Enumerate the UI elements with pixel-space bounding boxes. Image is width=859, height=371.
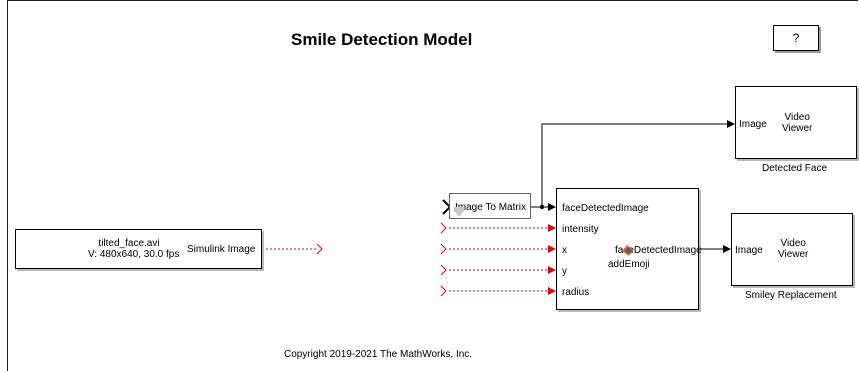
input-port-y: y (562, 266, 567, 277)
down-arrow-icon (454, 207, 464, 217)
viewer-input-port-label: Image (735, 245, 763, 256)
source-unconnected-line (262, 243, 323, 255)
input-port-x: x (562, 245, 567, 256)
model-title: Smile Detection Model (291, 30, 473, 49)
input-port-intensity: intensity (562, 224, 599, 235)
image-to-matrix-label: Image To Matrix (455, 202, 526, 213)
image-to-matrix-block[interactable]: Image To Matrix (449, 193, 531, 219)
caption-detected-face: Detected Face (762, 163, 828, 174)
viewer-title: Video Viewer (778, 238, 809, 260)
add-emoji-block[interactable]: faceDetectedImage intensity x y radius f… (556, 188, 702, 310)
output-port-face-detected-image: faceDetectedImage (615, 245, 702, 256)
unconnected-inputs (440, 222, 556, 297)
input-port-radius: radius (562, 287, 590, 298)
source-format-label: V: 480x640, 30.0 fps (88, 249, 180, 260)
video-viewer-detected-face[interactable]: Image Video Viewer (735, 86, 857, 159)
viewer-input-port-label: Image (739, 119, 767, 130)
source-output-port-label: Simulink Image (187, 244, 256, 255)
add-emoji-block-name: addEmoji (608, 259, 650, 270)
copyright-footer: Copyright 2019-2021 The MathWorks, Inc. (284, 349, 473, 360)
input-port-face-detected-image: faceDetectedImage (562, 203, 649, 214)
video-viewer-smiley-replacement[interactable]: Image Video Viewer (731, 213, 853, 286)
canvas-frame (7, 0, 858, 371)
help-button[interactable]: ? (773, 25, 819, 51)
video-source-block[interactable]: tilted_face.avi V: 480x640, 30.0 fps Sim… (15, 229, 262, 269)
viewer-title: Video Viewer (782, 112, 813, 134)
caption-smiley-replacement: Smiley Replacement (745, 290, 837, 301)
source-file-label: tilted_face.avi (98, 238, 160, 249)
matlab-function-icon (622, 245, 634, 256)
